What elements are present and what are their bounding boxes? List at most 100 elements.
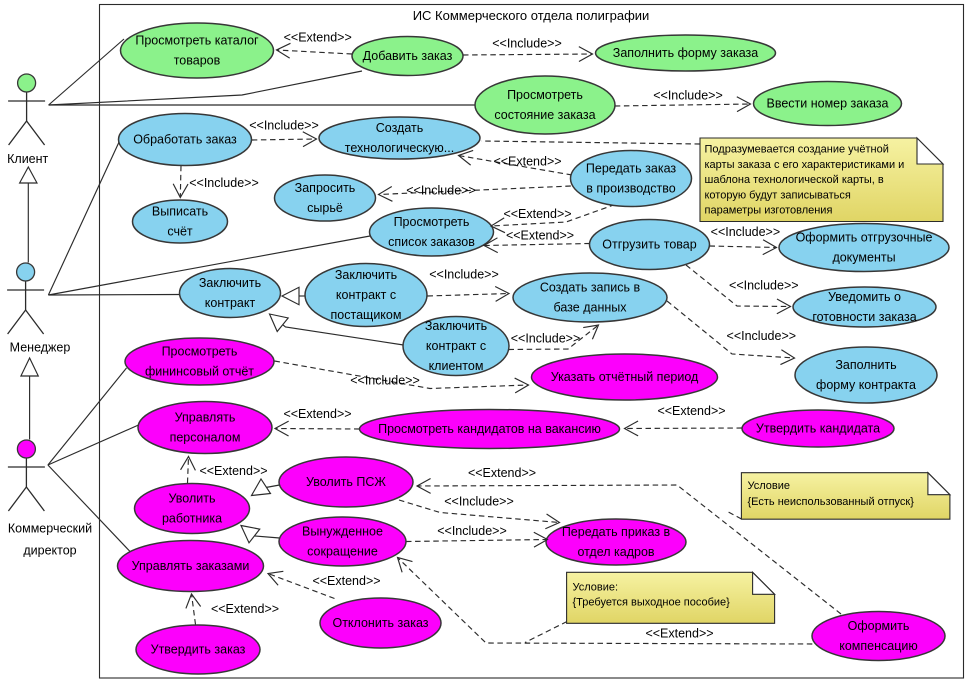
usecase-ellipse-create-db-record[interactable] [512, 272, 668, 323]
usecase-enter-order-number[interactable]: Ввести номер заказа [752, 80, 903, 127]
usecase-label: Отклонить заказ [332, 616, 428, 630]
usecase-ellipse-approve-order[interactable] [135, 624, 261, 675]
usecase-ellipse-reject-order[interactable] [319, 597, 442, 649]
usecase-label: Добавить заказ [363, 49, 453, 63]
note-text-line: шаблона технологической карты, в [705, 174, 884, 186]
usecase-reject-order[interactable]: Отклонить заказ [319, 597, 442, 649]
stereotype-label-add-order-extends-view-catalog: <<Extend>> [284, 31, 352, 45]
note-vacation[interactable]: Условие{Есть неиспользованный отпуск} [740, 471, 952, 520]
note-body[interactable] [699, 137, 944, 223]
open-arrowhead-icon [172, 183, 189, 199]
usecase-ellipse-contract-with-supplier[interactable] [304, 262, 428, 328]
open-arrowhead-icon [185, 592, 202, 609]
usecase-label: Заключить [199, 276, 261, 290]
note-body[interactable] [740, 472, 951, 520]
usecase-process-order[interactable]: Обработать заказ [117, 112, 253, 167]
edge-client-add-order [48, 70, 363, 106]
usecase-ellipse-forced-reduction[interactable] [278, 516, 407, 567]
edge-note-vacation-anchor [725, 509, 742, 520]
usecase-ellipse-transfer-to-production[interactable] [569, 149, 693, 208]
usecase-ellipse-create-tech-card[interactable] [318, 116, 481, 160]
usecase-approve-candidate[interactable]: Утвердить кандидата [741, 409, 895, 448]
edge-note-severance-anchor [524, 620, 568, 644]
usecase-ellipse-process-order[interactable] [117, 112, 253, 167]
usecase-ellipse-view-financial-report[interactable] [124, 337, 275, 386]
stereotype-label-reduction-includes-order-to-hr: <<Include>> [437, 524, 507, 538]
usecase-ellipse-manage-orders[interactable] [116, 539, 265, 593]
usecase-ellipse-ship-goods[interactable] [588, 218, 711, 271]
note-body[interactable] [566, 571, 776, 624]
open-arrowhead-icon [275, 42, 291, 59]
usecase-ellipse-make-compensation[interactable] [811, 610, 946, 662]
usecase-label: в производство [586, 182, 675, 196]
usecase-ellipse-fire-own-will[interactable] [278, 456, 414, 508]
actor-head-icon [16, 73, 37, 93]
usecase-ellipse-enter-order-number[interactable] [752, 80, 903, 127]
usecase-fill-order-form[interactable]: Заполнить форму заказа [594, 34, 777, 72]
usecase-ellipse-view-order-list[interactable] [368, 207, 495, 257]
usecase-ellipse-issue-invoice[interactable] [131, 199, 229, 244]
edge-manager-conclude-contract [48, 293, 180, 296]
usecase-ellipse-add-order[interactable] [351, 35, 464, 77]
usecase-ellipse-view-catalog[interactable] [119, 22, 275, 79]
edge-production-extends-create-tech [458, 154, 573, 176]
usecase-ellipse-shipping-documents[interactable] [778, 222, 950, 273]
open-arrowhead-icon [266, 570, 284, 586]
usecase-ellipse-contract-with-client[interactable] [402, 315, 510, 377]
actor-client[interactable]: Клиент [7, 73, 49, 166]
usecase-specify-report-period[interactable]: Указать отчётный период [530, 353, 719, 401]
usecase-fire-own-will[interactable]: Уволить ПСЖ [278, 456, 414, 508]
edge-production-includes-materials [378, 185, 571, 196]
usecase-view-candidates[interactable]: Просмотреть кандидатов на вакансию [358, 408, 621, 450]
actor-manager[interactable]: Менеджер [7, 262, 70, 355]
usecase-ellipse-fire-employee[interactable] [133, 482, 251, 535]
usecase-ellipse-approve-candidate[interactable] [741, 409, 895, 448]
usecase-add-order[interactable]: Добавить заказ [351, 35, 464, 77]
usecase-label: Уволить ПСЖ [306, 475, 386, 489]
usecase-manage-orders[interactable]: Управлять заказами [116, 539, 265, 593]
actor-head-icon [15, 262, 36, 282]
usecase-ellipse-conclude-contract[interactable] [178, 267, 282, 319]
usecase-ellipse-notify-ready[interactable] [792, 286, 937, 328]
usecase-approve-order[interactable]: Утвердить заказ [135, 624, 261, 675]
usecase-ellipse-view-candidates[interactable] [358, 408, 621, 450]
usecase-ellipse-order-to-hr[interactable] [545, 518, 687, 566]
usecase-ellipse-specify-report-period[interactable] [530, 353, 719, 401]
note-text-line: {Требуется выходное пособие} [573, 597, 731, 609]
usecase-ship-goods[interactable]: Отгрузить товар [588, 218, 711, 271]
usecase-label: Вынужденное [302, 525, 383, 539]
note-text-line: Подразумевается создание учётной [705, 144, 889, 156]
note-fold-icon [752, 570, 776, 595]
open-arrowhead-icon [623, 420, 639, 437]
usecase-create-tech-card[interactable]: Создатьтехнологическую... [318, 116, 481, 160]
usecase-label: Заполнить [835, 358, 896, 372]
usecase-ellipse-fill-order-form[interactable] [594, 34, 777, 72]
usecase-ellipse-view-order-status[interactable] [474, 75, 616, 135]
usecase-ellipse-fill-contract-form[interactable] [794, 346, 938, 404]
note-severance[interactable]: Условие:{Требуется выходное пособие} [566, 570, 776, 624]
open-arrowhead-icon [780, 349, 796, 366]
usecase-ellipse-request-materials[interactable] [273, 174, 377, 222]
usecase-ellipse-manage-staff[interactable] [137, 400, 273, 455]
